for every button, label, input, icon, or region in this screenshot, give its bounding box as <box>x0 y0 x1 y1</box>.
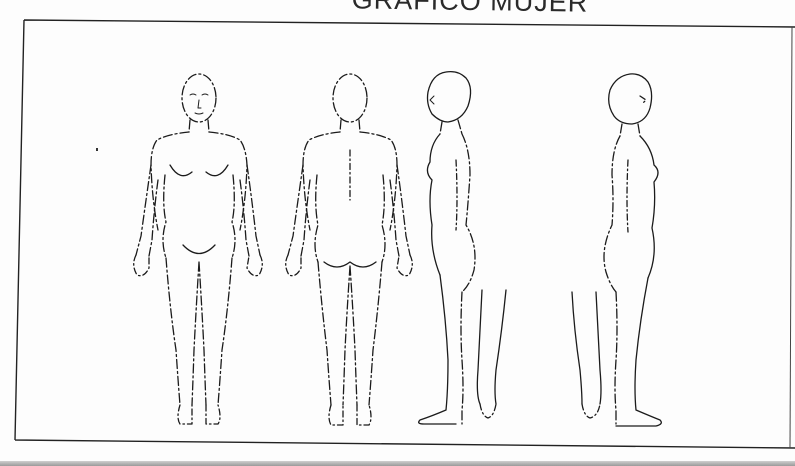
scan-bottom-shadow <box>0 461 795 466</box>
figure-right-side-view <box>572 74 661 426</box>
scan-speck <box>96 148 98 151</box>
figure-back-view <box>286 74 413 425</box>
chart-border-right <box>790 27 792 448</box>
figure-left-side-view <box>419 72 506 424</box>
figure-front-view <box>134 74 263 424</box>
chart-border <box>15 20 795 448</box>
